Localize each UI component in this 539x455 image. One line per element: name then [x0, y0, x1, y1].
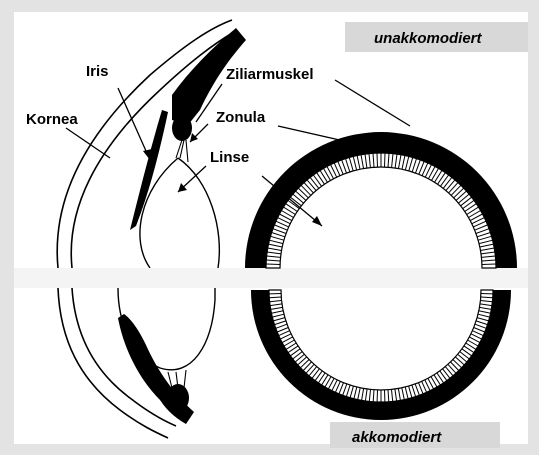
kornea-label: Kornea [26, 111, 78, 128]
zonula-label: Zonula [216, 109, 266, 126]
iris-label: Iris [86, 63, 109, 80]
ziliarmuskel-label: Ziliarmuskel [226, 66, 314, 83]
ciliary-muscle-top [172, 115, 192, 141]
unakkomodiert-label: unakkomodiert [374, 30, 483, 47]
ciliary-muscle-bottom [167, 384, 189, 412]
linse-label: Linse [210, 149, 249, 166]
separator-band [14, 268, 528, 288]
akkomodiert-label: akkomodiert [352, 429, 442, 446]
